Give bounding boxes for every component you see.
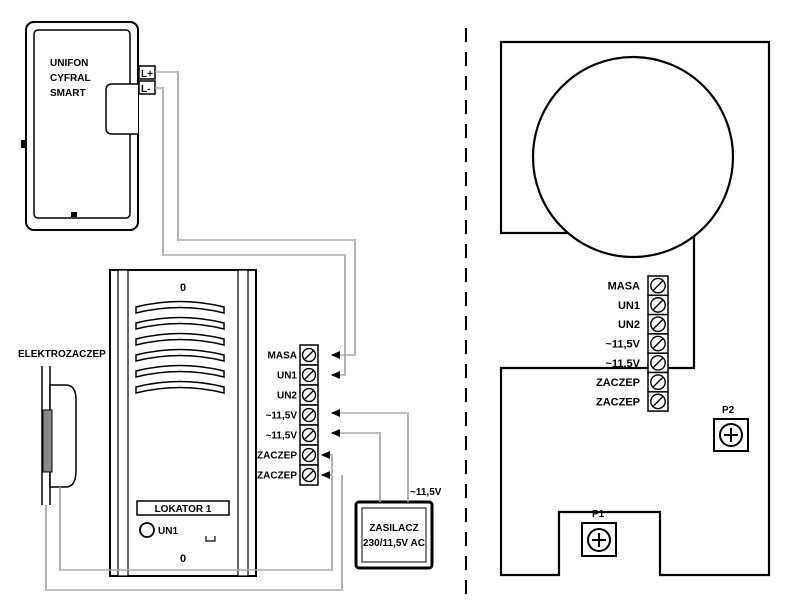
board-terminal-3[interactable]: ~11,5V	[605, 333, 669, 354]
board-terminal-label: ~11,5V	[605, 358, 640, 370]
un1-button-label: UN1	[158, 526, 178, 537]
panel-terminal-label: ZACZEP	[257, 451, 297, 462]
panel-top-mark: 0	[180, 282, 186, 294]
board-terminal-label: ZACZEP	[596, 396, 640, 408]
handset-label-2: CYFRAL	[50, 73, 91, 84]
wire-lock-1	[59, 451, 333, 571]
handset-label-3: SMART	[50, 88, 86, 99]
handset: UNIFON CYFRAL SMART L+ L-	[21, 21, 156, 231]
panel-terminal-label: ~11,5V	[266, 411, 298, 422]
panel-terminal-label: MASA	[268, 351, 297, 362]
board-terminal-2[interactable]: UN2	[618, 313, 669, 335]
wire-lock-2	[45, 471, 343, 591]
handset-terminal-lplus: L+	[141, 69, 153, 80]
panel-terminal-2[interactable]: UN2	[277, 384, 319, 406]
power-supply: ZASILACZ 230/11,5V AC ~11,5V	[354, 487, 442, 570]
panel-terminal-label: UN1	[277, 371, 297, 382]
psu-label-1: ZASILACZ	[369, 523, 418, 534]
board-terminal-0[interactable]: MASA	[608, 275, 669, 297]
board-terminal-1[interactable]: UN1	[618, 294, 669, 316]
board-terminal-6[interactable]: ZACZEP	[596, 391, 669, 412]
handset-label-1: UNIFON	[50, 58, 88, 69]
intercom-panel: 0 LOKATOR 1 UN1 0	[109, 269, 257, 577]
board-terminal-label: UN2	[618, 319, 640, 331]
panel-terminal-1[interactable]: UN1	[277, 364, 319, 386]
pot-p1-label: P1	[592, 509, 605, 520]
psu-output-label: ~11,5V	[410, 487, 442, 498]
board-terminal-label: ZACZEP	[596, 377, 640, 389]
speaker-circle	[531, 55, 735, 259]
board-terminal-label: UN1	[618, 300, 640, 312]
panel-terminal-5[interactable]: ZACZEP	[257, 444, 319, 466]
wire-l-minus	[155, 87, 346, 379]
lock-label: ELEKTROZACZEP	[18, 349, 106, 360]
panel-terminal-6[interactable]: ZACZEP	[257, 464, 319, 486]
panel-plate-label: LOKATOR 1	[155, 504, 212, 515]
panel-terminal-3[interactable]: ~11,5V	[266, 404, 319, 426]
potentiometer-p2[interactable]: P2	[713, 405, 749, 452]
wire-psu-2	[331, 429, 381, 502]
panel-bottom-mark: 0	[180, 553, 186, 565]
panel-terminal-4[interactable]: ~11,5V	[266, 424, 319, 446]
un1-button[interactable]	[139, 522, 155, 538]
board-terminal-label: MASA	[608, 281, 640, 293]
wire-l-plus	[155, 71, 356, 359]
wire-psu-1	[331, 409, 409, 502]
board-terminal-label: ~11,5V	[605, 339, 640, 351]
speaker-grille	[135, 300, 225, 394]
panel-terminal-0[interactable]: MASA	[268, 344, 319, 366]
potentiometer-p1[interactable]: P1	[581, 509, 617, 557]
panel-terminal-label: ~11,5V	[266, 431, 298, 442]
electric-lock: ELEKTROZACZEP	[18, 349, 106, 505]
panel-terminal-label: UN2	[277, 391, 297, 402]
board-terminal-4[interactable]: ~11,5V	[605, 352, 669, 374]
handset-terminal-lminus: L-	[141, 84, 150, 95]
panel-terminal-label: ZACZEP	[257, 471, 297, 482]
psu-label-2: 230/11,5V AC	[363, 538, 425, 549]
pot-p2-label: P2	[722, 405, 735, 416]
